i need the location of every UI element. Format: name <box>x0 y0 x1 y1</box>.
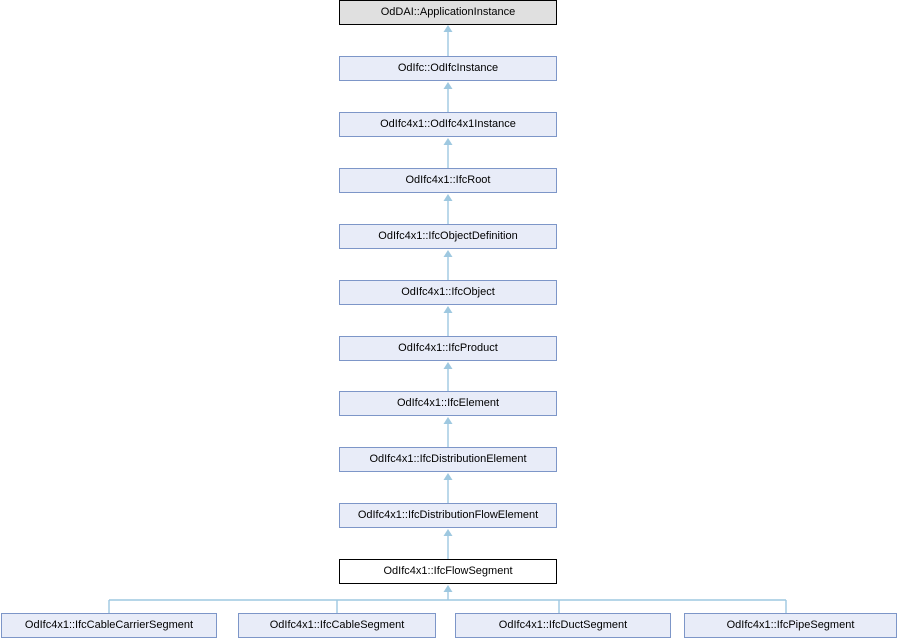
inheritance-arrowhead-6 <box>443 362 453 369</box>
inheritance-arrowhead-1 <box>443 82 453 89</box>
class-node-label: OdIfc4x1::OdIfc4x1Instance <box>380 118 516 130</box>
class-node-odifc4x1instance[interactable]: OdIfc4x1::OdIfc4x1Instance <box>339 112 557 137</box>
class-node-ifcobjectdefinition[interactable]: OdIfc4x1::IfcObjectDefinition <box>339 224 557 249</box>
inheritance-arrowhead-5 <box>443 306 453 313</box>
class-node-ifccablesegment[interactable]: OdIfc4x1::IfcCableSegment <box>238 613 436 638</box>
class-node-label: OdIfc4x1::IfcRoot <box>405 174 491 186</box>
class-node-ifcdistributionflowelement[interactable]: OdIfc4x1::IfcDistributionFlowElement <box>339 503 557 528</box>
class-node-label: OdIfc4x1::IfcPipeSegment <box>726 619 855 631</box>
inheritance-arrowhead-7 <box>443 417 453 424</box>
class-node-label: OdIfc4x1::IfcCableSegment <box>269 619 405 631</box>
class-node-label: OdIfc4x1::IfcObjectDefinition <box>378 230 518 242</box>
class-node-ifcroot[interactable]: OdIfc4x1::IfcRoot <box>339 168 557 193</box>
class-node-ifcflowsegment[interactable]: OdIfc4x1::IfcFlowSegment <box>339 559 557 584</box>
class-node-ifcductsegment[interactable]: OdIfc4x1::IfcDuctSegment <box>455 613 671 638</box>
class-node-ifccablecarriersegment[interactable]: OdIfc4x1::IfcCableCarrierSegment <box>1 613 217 638</box>
class-node-ifcpipesegment[interactable]: OdIfc4x1::IfcPipeSegment <box>684 613 897 638</box>
inheritance-arrowhead-8 <box>443 473 453 480</box>
class-node-label: OdIfc4x1::IfcDuctSegment <box>498 619 628 631</box>
inheritance-arrowhead-9 <box>443 529 453 536</box>
class-node-label: OdIfc4x1::IfcProduct <box>398 342 498 354</box>
class-node-label: OdIfc4x1::IfcDistributionFlowElement <box>357 509 539 521</box>
class-node-label: OdIfc4x1::IfcFlowSegment <box>383 565 513 577</box>
class-node-ifcelement[interactable]: OdIfc4x1::IfcElement <box>339 391 557 416</box>
inheritance-arrowhead-10 <box>443 585 453 592</box>
class-node-odifcinstance[interactable]: OdIfc::OdIfcInstance <box>339 56 557 81</box>
inheritance-arrowhead-0 <box>443 25 453 32</box>
inheritance-arrowhead-2 <box>443 138 453 145</box>
class-node-applicationinstance[interactable]: OdDAI::ApplicationInstance <box>339 0 557 25</box>
class-node-ifcproduct[interactable]: OdIfc4x1::IfcProduct <box>339 336 557 361</box>
class-node-label: OdIfc4x1::IfcDistributionElement <box>369 453 527 465</box>
class-node-ifcdistributionelement[interactable]: OdIfc4x1::IfcDistributionElement <box>339 447 557 472</box>
class-node-ifcobject[interactable]: OdIfc4x1::IfcObject <box>339 280 557 305</box>
class-node-label: OdIfc4x1::IfcObject <box>401 286 495 298</box>
class-node-label: OdIfc4x1::IfcElement <box>396 397 500 409</box>
inheritance-arrowhead-3 <box>443 194 453 201</box>
class-node-label: OdDAI::ApplicationInstance <box>380 6 516 18</box>
class-node-label: OdIfc4x1::IfcCableCarrierSegment <box>24 619 194 631</box>
inheritance-arrowhead-4 <box>443 250 453 257</box>
class-node-label: OdIfc::OdIfcInstance <box>397 62 499 74</box>
